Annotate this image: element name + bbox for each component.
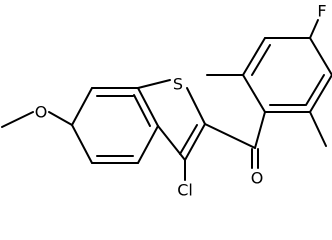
methoxy-oxygen-label: O	[35, 103, 48, 122]
bond-c2-c3	[184, 123, 206, 161]
bond-o-aryl	[48, 111, 73, 126]
bond-aryl-4	[309, 37, 332, 76]
bond-c2-c3-inner	[179, 124, 198, 155]
bond-benzo-2	[71, 124, 93, 164]
bond-aryl-1	[242, 74, 266, 113]
chlorine-label: Cl	[177, 181, 193, 200]
bond-aryl-inner-2	[305, 74, 325, 106]
bond-c2-carbonyl	[204, 123, 256, 149]
bond-aryl-2	[242, 37, 266, 76]
bond-lines	[1, 19, 332, 181]
bond-aryl-f	[309, 19, 319, 39]
fluorine-label: F	[317, 2, 326, 21]
atom-labels: O S Cl O F	[35, 2, 327, 200]
carbonyl-oxygen-label: O	[251, 169, 264, 188]
bond-aryl-5	[309, 74, 332, 113]
sulfur-label: S	[173, 75, 183, 94]
bond-benzo-1	[71, 87, 93, 126]
bond-benzo-5	[137, 87, 159, 127]
bond-aryl-inner-1	[251, 44, 271, 76]
bond-carbonyl-aryl	[254, 111, 266, 149]
bond-c3-c3a	[157, 125, 186, 161]
bond-methyl-bottom	[309, 111, 327, 147]
bond-methyl-o	[1, 111, 34, 128]
bond-s-c7a	[137, 79, 171, 89]
structure-diagram: O S Cl O F	[1, 2, 332, 200]
bond-s-c2	[186, 87, 206, 125]
bond-benzo-inner-3	[133, 94, 151, 127]
bond-benzo-4	[137, 125, 159, 164]
